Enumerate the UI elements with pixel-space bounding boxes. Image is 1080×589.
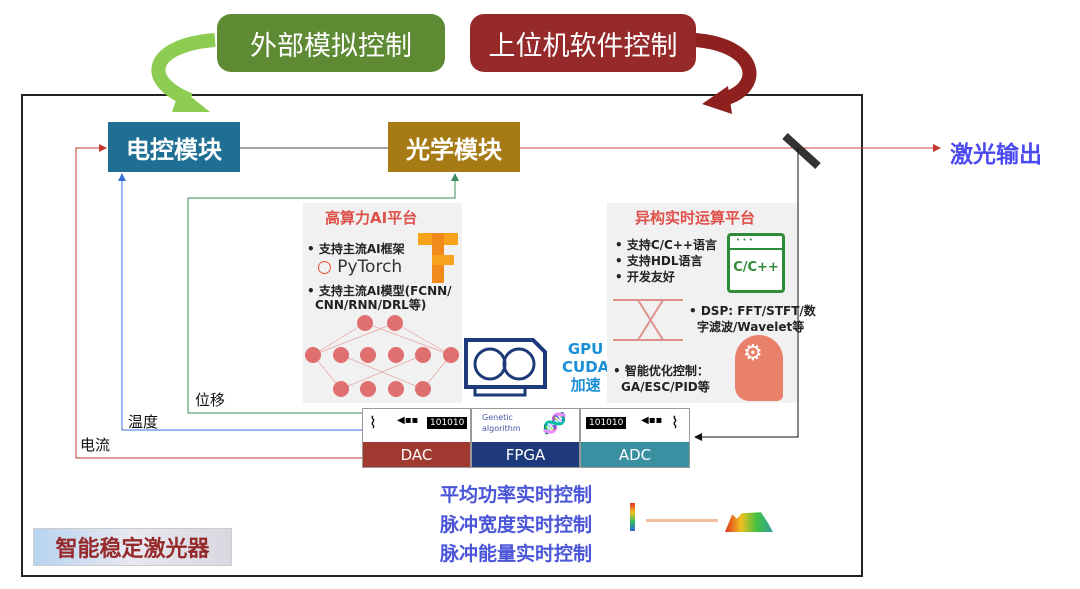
brand-label: 智能稳定激光器 xyxy=(33,528,232,566)
red-curve-arrow xyxy=(694,33,757,107)
adc-block: 101010 ◀▪▪ ⌇ ADC xyxy=(580,408,690,468)
ai-item-framework: • 支持主流AI框架 xyxy=(307,242,405,256)
arrow-left-icon: ◀▪▪ xyxy=(397,415,419,426)
code-window-icon: • • • C/C++ xyxy=(727,233,785,293)
analog-control-pill: 外部模拟控制 xyxy=(217,14,445,72)
electric-module: 电控模块 xyxy=(108,122,240,172)
tensorflow-icon xyxy=(418,233,458,283)
avg-power-control: 平均功率实时控制 xyxy=(440,484,593,506)
pulse-energy-control: 脉冲能量实时控制 xyxy=(440,543,593,565)
green-curve-arrow xyxy=(151,33,216,107)
laser-frame xyxy=(21,94,863,577)
current-label: 电流 xyxy=(80,436,111,454)
displacement-label: 位移 xyxy=(195,391,226,409)
ai-platform-title: 高算力AI平台 xyxy=(325,209,418,227)
dac-block: ⌇ ◀▪▪ 101010 DAC xyxy=(362,408,471,468)
arrow-right-icon xyxy=(646,519,718,522)
hetero-platform-panel: 异构实时运算平台 • 支持C/C++语言 • 支持HDL语言 • 开发友好 • … xyxy=(607,203,816,403)
optical-module: 光学模块 xyxy=(388,122,520,172)
software-control-pill: 上位机软件控制 xyxy=(470,14,696,72)
narrow-spectrum-icon xyxy=(630,503,635,531)
neural-network-icon xyxy=(305,315,459,397)
laser-output-label: 激光输出 xyxy=(950,142,1042,168)
arrow-left-icon: ◀▪▪ xyxy=(641,415,663,426)
ai-item-models: • 支持主流AI模型(FCNN/ xyxy=(307,284,452,298)
gpu-icon xyxy=(464,338,547,397)
dna-icon: 🧬 xyxy=(542,411,567,435)
ai-platform-panel: 高算力AI平台 • 支持主流AI框架 ○ PyTorch • 支持主流AI模型(… xyxy=(303,203,462,403)
signal-wave-icon: ⌇ xyxy=(369,413,377,432)
pytorch-logo: ○ PyTorch xyxy=(317,257,403,277)
pulse-width-control: 脉冲宽度实时控制 xyxy=(440,514,593,536)
brain-gears-icon: ⚙ xyxy=(735,335,783,401)
signal-wave-icon: ⌇ xyxy=(671,413,679,432)
mirror xyxy=(782,133,821,169)
pytorch-icon: ○ xyxy=(317,257,332,277)
hetero-platform-title: 异构实时运算平台 xyxy=(635,209,756,227)
temperature-label: 温度 xyxy=(128,413,159,431)
dsp-butterfly-icon xyxy=(613,299,683,341)
